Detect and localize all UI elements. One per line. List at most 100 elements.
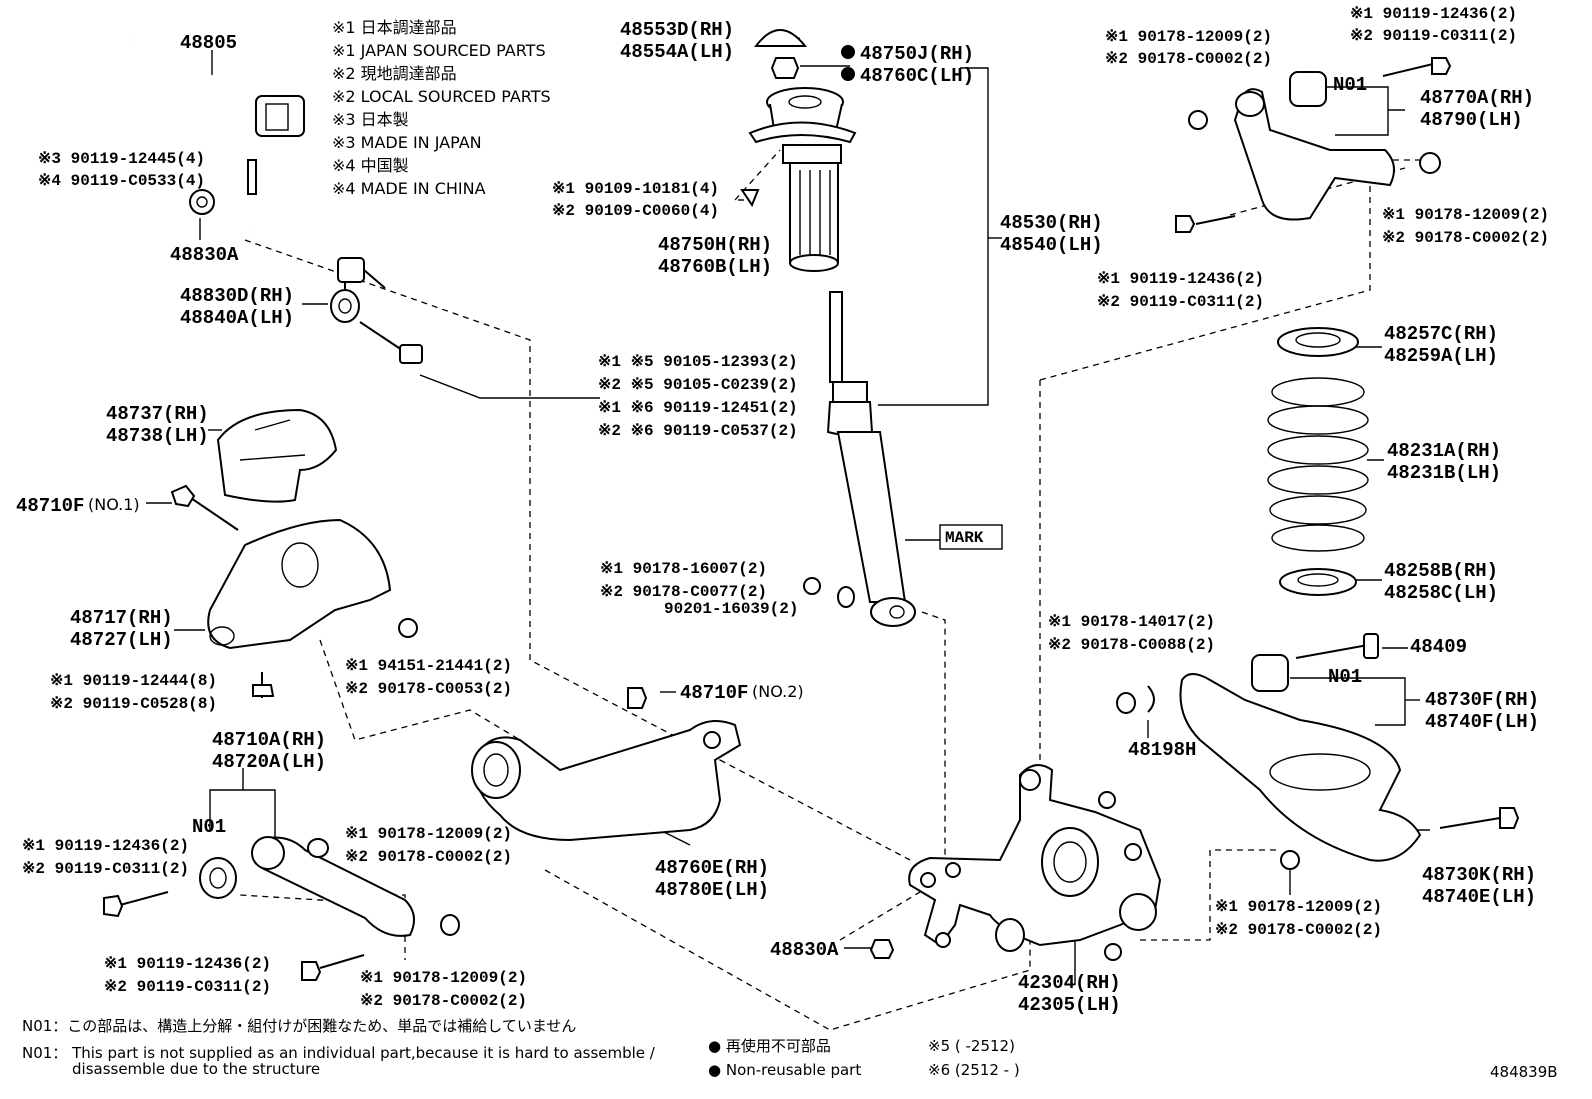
footer-note-6: ※6 (2512 - ) xyxy=(928,1061,1020,1079)
label-nut-r-90178-14017: ※1 90178-14017(2) xyxy=(1048,613,1215,631)
label-bolt-tr2-90119-12436: ※1 90119-12436(2) xyxy=(1097,270,1264,288)
upper-control-arm xyxy=(1175,57,1452,233)
label-nut-tr2-90178-c0002: ※2 90178-C0002(2) xyxy=(1382,229,1549,247)
label-nut-tr-90178-c0002: ※2 90178-C0002(2) xyxy=(1105,50,1272,68)
label-bolt-bl-90119-c0311: ※2 90119-C0311(2) xyxy=(104,978,271,996)
label-bolt-90119-12445: ※3 90119-12445(4) xyxy=(38,150,205,168)
label-nut-94151-21441: ※1 94151-21441(2) xyxy=(345,657,512,675)
label-nut-r-90178-c0088: ※2 90178-C0088(2) xyxy=(1048,636,1215,654)
label-bolt-90109-c0060: ※2 90109-C0060(4) xyxy=(552,202,719,220)
label-48738: 48738(LH) xyxy=(106,425,209,447)
label-48530: 48530(RH) xyxy=(1000,212,1103,234)
label-washer-90178-c0077: ※2 90178-C0077(2) xyxy=(600,583,767,601)
label-bolt-90119-12444: ※1 90119-12444(8) xyxy=(50,672,217,690)
label-48737: 48737(RH) xyxy=(106,403,209,425)
label-nut-bl-90178-c0002: ※2 90178-C0002(2) xyxy=(360,992,527,1010)
note-1-en: ※1 JAPAN SOURCED PARTS xyxy=(332,41,546,60)
label-bolt-tr-90119-12436: ※1 90119-12436(2) xyxy=(1350,5,1517,23)
label-48780e: 48780E(LH) xyxy=(655,879,769,901)
spring-lower-seat xyxy=(1279,568,1357,596)
label-bolt-90119-12451: ※1 ※6 90119-12451(2) xyxy=(598,399,798,417)
label-48740e: 48740E(LH) xyxy=(1422,886,1536,908)
label-48830a-top: 48830A xyxy=(170,244,239,266)
label-48770a: 48770A(RH) xyxy=(1420,87,1534,109)
label-48717: 48717(RH) xyxy=(70,607,173,629)
label-48790: 48790(LH) xyxy=(1420,109,1523,131)
label-48805: 48805 xyxy=(180,32,237,54)
label-48710f-no1: 48710F xyxy=(16,495,84,517)
label-48840a: 48840A(LH) xyxy=(180,307,294,329)
label-42304: 42304(RH) xyxy=(1018,972,1121,994)
lateral-arm xyxy=(103,836,460,981)
label-48760c: 48760C(LH) xyxy=(860,65,974,87)
label-48231a: 48231A(RH) xyxy=(1387,440,1501,462)
footer-n01-en-1: N01： This part is not supplied as an ind… xyxy=(22,1044,656,1062)
note-4-jp: ※4 中国製 xyxy=(332,156,409,175)
notes-block: ※1 日本調達部品 ※1 JAPAN SOURCED PARTS ※2 現地調達… xyxy=(332,18,551,198)
label-bolt-tr-90119-c0311: ※2 90119-C0311(2) xyxy=(1350,27,1517,45)
label-48258c: 48258C(LH) xyxy=(1384,582,1498,604)
bump-stop-boot xyxy=(740,144,842,272)
footer: N01：この部品は、構造上分解・組付けが困難なため、単品では補給していません N… xyxy=(22,1017,1558,1081)
label-n01-tr: N01 xyxy=(1333,74,1367,96)
label-48760b: 48760B(LH) xyxy=(658,256,772,278)
label-48198h: 48198H xyxy=(1128,739,1196,761)
diagram-id: 484839B xyxy=(1490,1063,1558,1081)
note-3-en: ※3 MADE IN JAPAN xyxy=(332,133,482,152)
note-2-jp: ※2 現地調達部品 xyxy=(332,64,457,83)
label-bolt-90119-c0528: ※2 90119-C0528(8) xyxy=(50,695,217,713)
label-washer-90201-16039: 90201-16039(2) xyxy=(664,600,798,618)
note-1-jp: ※1 日本調達部品 xyxy=(332,18,457,37)
label-bolt-l-90119-c0311: ※2 90119-C0311(2) xyxy=(22,860,189,878)
label-48258b: 48258B(RH) xyxy=(1384,560,1498,582)
label-48760e: 48760E(RH) xyxy=(655,857,769,879)
label-nut-l-90178-12009: ※1 90178-12009(2) xyxy=(345,825,512,843)
label-48540: 48540(LH) xyxy=(1000,234,1103,256)
label-nut-l-90178-c0002: ※2 90178-C0002(2) xyxy=(345,848,512,866)
label-bolt-90119-c0533: ※4 90119-C0533(4) xyxy=(38,172,205,190)
label-bolt-l-90119-12436: ※1 90119-12436(2) xyxy=(22,837,189,855)
label-n01-left: N01 xyxy=(192,816,226,838)
label-bolt-90119-c0537: ※2 ※6 90119-C0537(2) xyxy=(598,422,798,440)
label-48259a: 48259A(LH) xyxy=(1384,345,1498,367)
label-48727: 48727(LH) xyxy=(70,629,173,651)
label-48409: 48409 xyxy=(1410,636,1467,658)
label-48750h: 48750H(RH) xyxy=(658,234,772,256)
label-48257c: 48257C(RH) xyxy=(1384,323,1498,345)
footer-n01-jp: N01：この部品は、構造上分解・組付けが困難なため、単品では補給していません xyxy=(22,1017,576,1035)
label-48553d: 48553D(RH) xyxy=(620,19,734,41)
label-nut-tr2-90178-12009: ※1 90178-12009(2) xyxy=(1382,206,1549,224)
stabilizer-bar xyxy=(128,37,320,242)
shock-absorber xyxy=(803,291,916,627)
mark-tag xyxy=(939,524,1003,550)
label-48710a: 48710A(RH) xyxy=(212,729,326,751)
label-48730k: 48730K(RH) xyxy=(1422,864,1536,886)
label-n01-r: N01 xyxy=(1328,666,1362,688)
bump-cap xyxy=(753,29,808,79)
label-48830d: 48830D(RH) xyxy=(180,285,294,307)
label-bolt-90109-10181: ※1 90109-10181(4) xyxy=(552,180,719,198)
label-48830a-bottom: 48830A xyxy=(770,939,839,961)
footer-reuse-jp: ● 再使用不可部品 xyxy=(708,1037,831,1055)
lower-control-arm xyxy=(1116,633,1520,870)
label-48720a: 48720A(LH) xyxy=(212,751,326,773)
trailing-arm-bracket-cover xyxy=(216,408,338,503)
non-reusable-dot-48760c xyxy=(841,67,855,81)
label-48730f: 48730F(RH) xyxy=(1425,689,1539,711)
label-48750j: 48750J(RH) xyxy=(860,43,974,65)
non-reusable-dot-48750j xyxy=(841,45,855,59)
label-48740f: 48740F(LH) xyxy=(1425,711,1539,733)
label-nut-90178-c0053: ※2 90178-C0053(2) xyxy=(345,680,512,698)
label-48710f-no2-sub: (NO.2) xyxy=(752,682,804,701)
label-bolt-tr2-90119-c0311: ※2 90119-C0311(2) xyxy=(1097,293,1264,311)
footer-note-5: ※5 ( -2512) xyxy=(928,1037,1015,1055)
note-2-en: ※2 LOCAL SOURCED PARTS xyxy=(332,87,551,106)
label-48710f-no1-sub: (NO.1) xyxy=(88,495,140,514)
label-48710f-no2: 48710F xyxy=(680,682,748,704)
label-bolt-90105-12393: ※1 ※5 90105-12393(2) xyxy=(598,353,798,371)
part-labels: 48805 48553D(RH) 48554A(LH) 48750J(RH) 4… xyxy=(16,5,1549,1016)
trailing-arm-bracket xyxy=(170,484,418,698)
trailing-arm xyxy=(471,687,742,842)
note-4-en: ※4 MADE IN CHINA xyxy=(332,179,486,198)
